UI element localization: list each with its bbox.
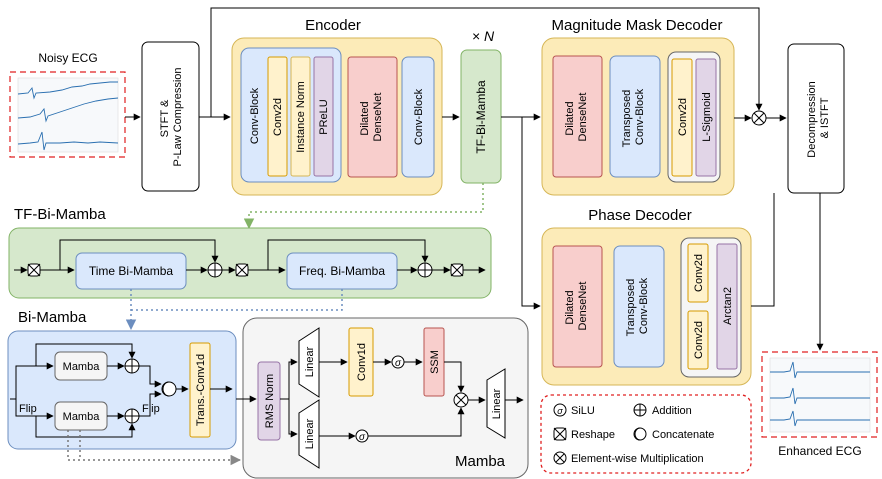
mamba-ssm: SSM [429, 350, 441, 374]
enhanced-ecg-label: Enhanced ECG [778, 444, 861, 458]
magnitude-decoder-panel: Magnitude Mask Decoder Dilated DenseNet … [541, 17, 735, 196]
noisy-ecg-image [9, 71, 126, 158]
legend-multiplication: Element-wise Multiplication [571, 453, 704, 465]
encoder-conv-block: Conv-Block [249, 87, 261, 144]
legend-panel: σ SiLU Addition Reshape Concatenate Elem… [540, 394, 752, 474]
mamba-linear-top: Linear [304, 346, 316, 377]
tf-bimamba-section-title: TF-Bi-Mamba [14, 206, 106, 223]
mamba-expand-connector [67, 430, 242, 466]
encoder-conv2d: Conv2d [272, 98, 284, 136]
mag-conv2d: Conv2d [677, 98, 689, 136]
phase-decoder-title: Phase Decoder [588, 207, 691, 224]
svg-text:STFT & P-Law Compression: STFT & P-Law Compression [159, 67, 184, 166]
encoder-dilated-line1: Dilated [359, 101, 371, 135]
mag-dilated-line1: Dilated [564, 101, 576, 135]
magnitude-decoder-title: Magnitude Mask Decoder [552, 17, 723, 34]
svg-text:Dilated DenseNet: Dilated DenseNet [359, 93, 384, 142]
svg-text:Dilated DenseNet: Dilated DenseNet [564, 93, 589, 142]
tf-bimamba-connectors [14, 239, 486, 274]
mamba-connectors [236, 358, 524, 440]
istft-label-line2: & ISTFT [819, 97, 831, 138]
stft-label-line1: STFT & [159, 99, 171, 137]
mamba-panel: Mamba RMS Norm Linear Linear Conv1d SSM … [242, 317, 529, 479]
encoder-dilated-line2: DenseNet [372, 93, 384, 142]
bimamba-mamba-top: Mamba [63, 361, 101, 373]
tf-bimamba-panel: Time Bi-Mamba Freq. Bi-Mamba [8, 227, 492, 299]
tf-bimamba-block: TF-Bi-Mamba [460, 49, 502, 184]
bimamba-panel: Mamba Mamba Flip Flip Trans.-Conv1d [7, 330, 237, 450]
bimamba-flip-left: Flip [19, 403, 37, 415]
bimamba-ops [124, 358, 177, 424]
phase-transposed-line2: Conv-Block [638, 277, 650, 334]
phase-transposed-line1: Transposed [625, 279, 637, 337]
mag-dilated-line2: DenseNet [577, 93, 589, 142]
stft-label-line2: P-Law Compression [172, 67, 184, 166]
phase-conv2d-b: Conv2d [693, 321, 705, 359]
enhanced-ecg-image [761, 351, 878, 438]
svg-text:Transposed Conv-Block: Transposed Conv-Block [621, 87, 646, 148]
mag-transposed-line1: Transposed [621, 90, 633, 148]
phase-dilated-line1: Dilated [564, 290, 576, 324]
legend-silu: SiLU [571, 405, 595, 417]
legend-addition: Addition [652, 405, 692, 417]
mamba-linear-bottom: Linear [304, 418, 316, 449]
top-connectors [125, 7, 824, 351]
istft-block: Decompression & ISTFT [787, 43, 845, 194]
phase-arctan: Arctan2 [722, 287, 734, 325]
bimamba-flip-right: Flip [142, 403, 160, 415]
time-bimamba-label: Time Bi-Mamba [89, 264, 174, 278]
bimamba-mamba-bottom: Mamba [63, 411, 101, 423]
svg-text:Transposed Conv-Block: Transposed Conv-Block [625, 276, 650, 337]
top-multiply-node [751, 110, 767, 126]
legend-reshape: Reshape [571, 429, 615, 441]
bimamba-section-title: Bi-Mamba [18, 309, 87, 326]
phase-decoder-panel: Phase Decoder Dilated DenseNet Transpose… [541, 207, 752, 386]
svg-text:Dilated DenseNet: Dilated DenseNet [564, 282, 589, 331]
phase-dilated-line2: DenseNet [577, 282, 589, 331]
bimamba-connectors [10, 343, 233, 438]
phase-conv2d-a: Conv2d [693, 254, 705, 292]
istft-label-line1: Decompression [806, 81, 818, 157]
mamba-rms-norm: RMS Norm [264, 374, 276, 428]
tf-bimamba-expand-connector [243, 183, 484, 230]
svg-text:σ: σ [557, 406, 563, 416]
legend-concatenate: Concatenate [652, 429, 714, 441]
encoder-conv-block-2: Conv-Block [413, 88, 425, 145]
tf-bimamba-ops [27, 262, 464, 278]
mamba-conv1d: Conv1d [356, 343, 368, 381]
bimamba-expand-connectors [125, 289, 343, 331]
encoder-instance-norm: Instance Norm [295, 81, 307, 153]
noisy-ecg-label: Noisy ECG [38, 51, 97, 65]
mamba-section-title: Mamba [455, 453, 506, 470]
mag-lsigmoid: L-Sigmoid [701, 92, 713, 142]
repeat-n-label: × N [472, 28, 495, 44]
silu-glyph-2: σ [359, 432, 366, 443]
mamba-linear-out: Linear [491, 388, 503, 419]
mag-transposed-line2: Conv-Block [634, 88, 646, 145]
bimamba-trans-conv: Trans.-Conv1d [195, 354, 207, 426]
stft-block: STFT & P-Law Compression [141, 41, 200, 192]
encoder-panel: Encoder Conv-Block Conv2d Instance Norm … [231, 17, 443, 196]
silu-glyph-1: σ [395, 358, 402, 369]
encoder-prelu: PReLU [318, 99, 330, 135]
svg-text:Decompression & ISTFT: Decompression & ISTFT [806, 78, 831, 157]
tf-bimamba-block-label: TF-Bi-Mamba [474, 80, 488, 154]
encoder-title: Encoder [305, 17, 361, 34]
freq-bimamba-label: Freq. Bi-Mamba [299, 264, 385, 278]
